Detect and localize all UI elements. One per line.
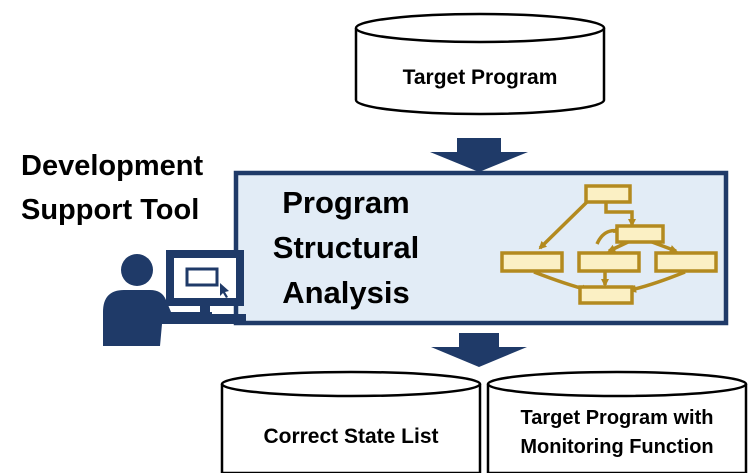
arrow-down-top: [430, 138, 528, 172]
tool-label-line1: Development: [21, 150, 203, 182]
correct-state-list-cylinder: Correct State List: [220, 370, 482, 473]
correct-state-list-label: Correct State List: [263, 425, 438, 448]
analysis-line3: Analysis: [282, 275, 410, 310]
arrow-down-bottom: [431, 333, 527, 367]
monitored-program-cylinder: Target Program with Monitoring Function: [486, 370, 748, 473]
program-flowchart-icon: [500, 184, 718, 305]
monitored-program-line1: Target Program with: [521, 407, 714, 429]
analysis-line2: Structural: [273, 230, 419, 265]
target-program-label: Target Program: [403, 66, 558, 89]
monitored-program-line2: Monitoring Function: [520, 436, 713, 458]
target-program-cylinder: Target Program: [354, 12, 606, 116]
analysis-box: Program Structural Analysis: [233, 170, 729, 326]
analysis-line1: Program: [282, 185, 409, 220]
person-at-computer-icon: [103, 250, 246, 346]
tool-label-line2: Support Tool: [21, 194, 199, 226]
